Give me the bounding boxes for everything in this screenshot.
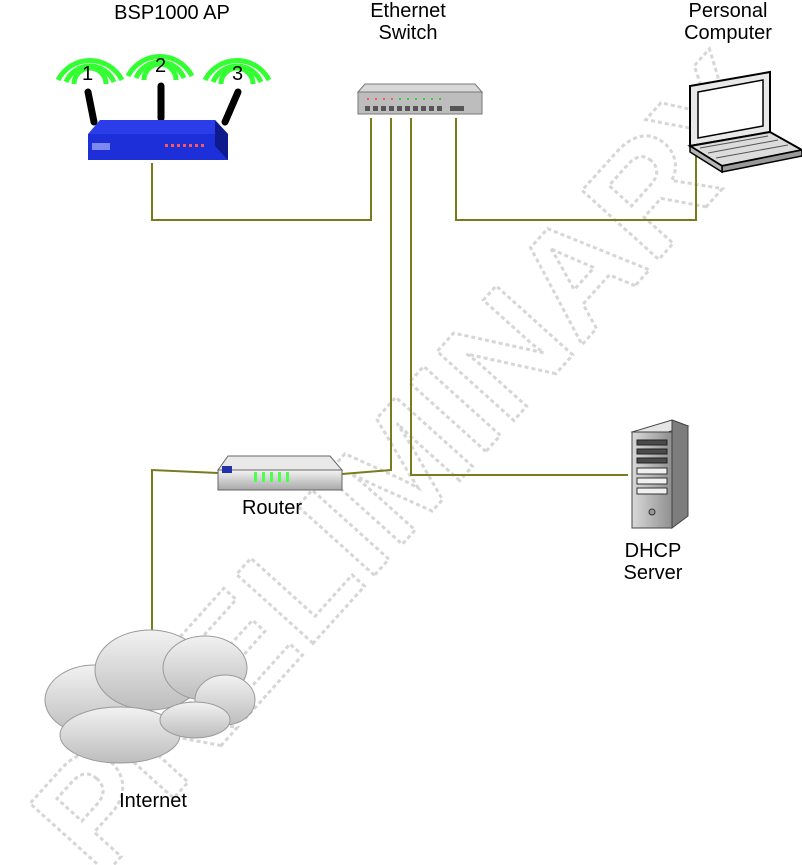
dhcp-label-line2: Server (603, 562, 703, 584)
switch-label-line2: Switch (353, 22, 463, 44)
ap-label: BSP1000 AP (82, 2, 262, 24)
switch-label: Ethernet Switch (353, 0, 463, 44)
pc-label: Personal Computer (668, 0, 788, 44)
ethernet-switch-icon (358, 84, 482, 114)
switch-label-line1: Ethernet (353, 0, 463, 22)
antenna-3-label: 3 (232, 63, 243, 85)
pc-label-line1: Personal (668, 0, 788, 22)
dhcp-label: DHCP Server (603, 540, 703, 584)
access-point-icon: 1 2 3 (58, 55, 269, 160)
antenna-2-label: 2 (155, 55, 166, 77)
server-icon (632, 420, 688, 528)
antenna-1-label: 1 (82, 63, 93, 85)
pc-label-line2: Computer (668, 22, 788, 44)
router-icon (218, 456, 342, 490)
dhcp-label-line1: DHCP (603, 540, 703, 562)
router-label: Router (222, 497, 322, 519)
internet-label: Internet (103, 790, 203, 812)
